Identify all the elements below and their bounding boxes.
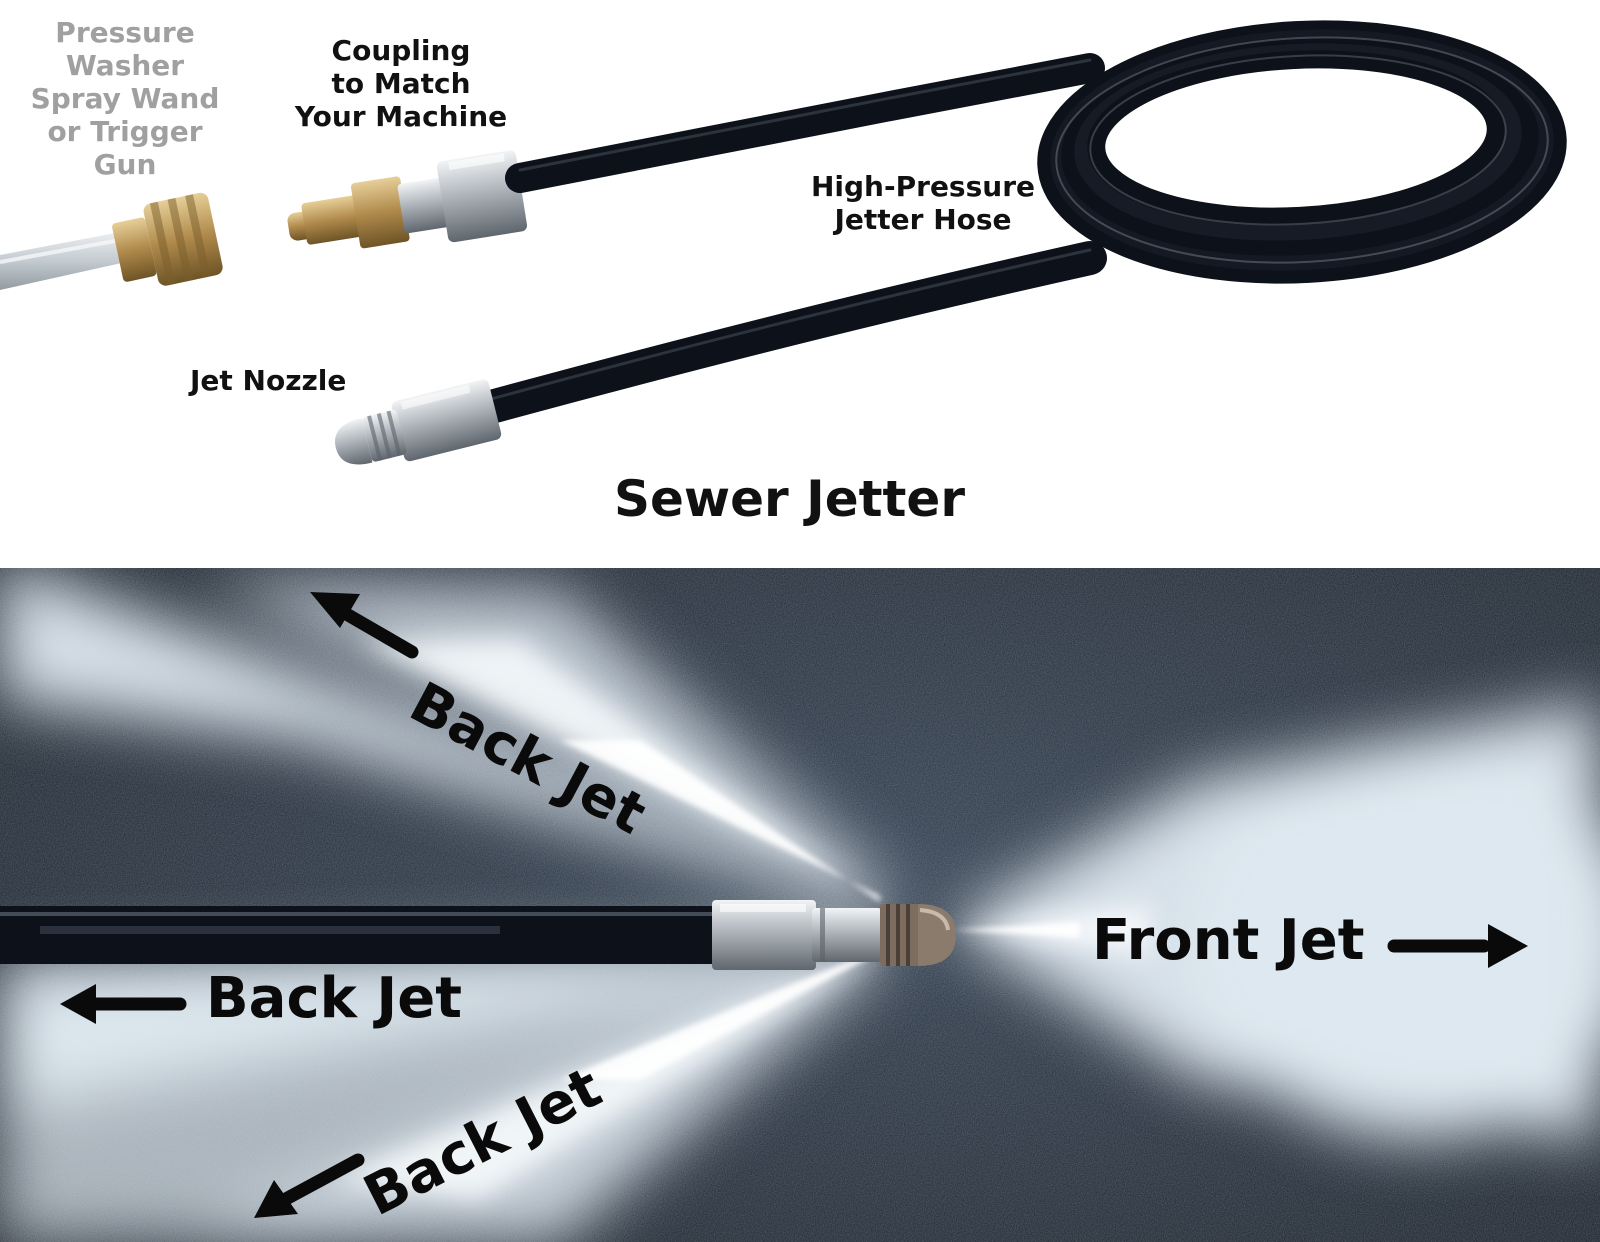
hose-label-line: High-Pressure [810,170,1035,203]
spray-wand [0,232,126,290]
wand-label: Pressure Washer Spray Wand or Trigger Gu… [14,16,236,181]
pipe-photo [0,568,1600,1242]
female-coupler [112,192,223,286]
arrow-back-upper-icon [310,592,419,659]
wand-label-line: Spray Wand [30,82,220,116]
wand-label-line: Pressure [55,16,195,49]
wand-label-line: or Trigger [47,115,203,149]
wand-label-line: Washer [65,49,185,83]
hose-label: High-Pressure Jetter Hose [790,170,1056,236]
front-jet-label: Front Jet [1092,908,1365,973]
male-coupling [287,150,528,249]
hose-label-line: Jetter Hose [834,203,1012,237]
nozzle-label: Jet Nozzle [190,364,347,397]
diagram-title: Sewer Jetter [614,470,965,528]
hose-coil [463,20,1567,427]
coupling-label-line: Coupling [331,34,471,67]
coupling-label-line: Your Machine [294,100,508,134]
coupling-label: Coupling to Match Your Machine [276,34,526,133]
arrow-front-icon [1387,924,1528,968]
arrow-back-lower-icon [254,1153,365,1218]
arrow-back-middle-icon [60,984,187,1024]
wand-label-line: Gun [93,148,157,182]
back-jet-middle-label: Back Jet [206,966,462,1031]
jet-nozzle [335,379,502,465]
coupling-label-line: to Match [331,67,471,101]
